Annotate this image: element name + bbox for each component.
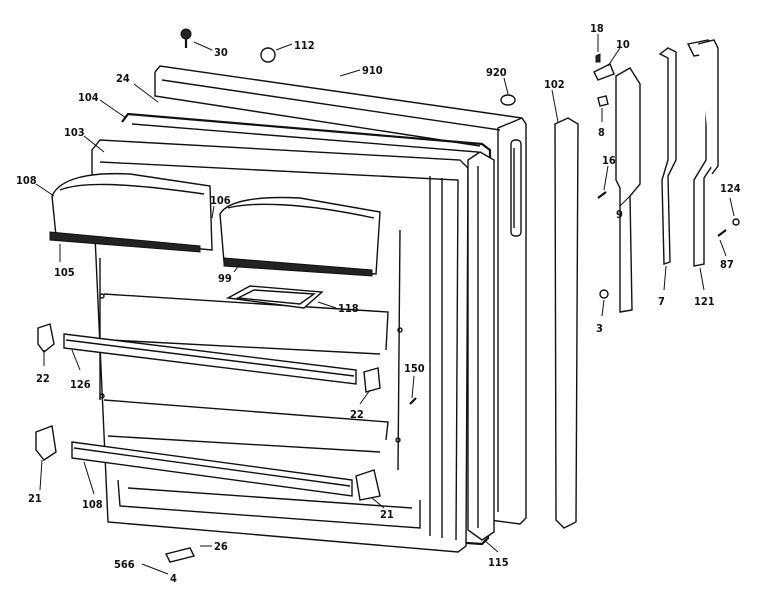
callout-labels: 30 112 910 920 24 104 103 108 106 105 99… (16, 22, 741, 585)
callout-106: 106 (210, 194, 231, 207)
callout-30: 30 (214, 46, 228, 59)
callout-3: 3 (596, 322, 603, 335)
callout-21-right: 21 (380, 508, 394, 521)
callout-104: 104 (78, 91, 99, 104)
hardware-parts (164, 28, 740, 563)
callout-115: 115 (488, 556, 509, 569)
callout-105: 105 (54, 266, 75, 279)
callout-24: 24 (116, 72, 130, 85)
egg-tray (225, 285, 324, 309)
breaker-strip (467, 151, 495, 541)
callout-121: 121 (694, 295, 715, 308)
callout-102: 102 (544, 78, 565, 91)
callout-566: 566 (114, 558, 135, 571)
callout-10: 10 (616, 38, 630, 51)
callout-910: 910 (362, 64, 383, 77)
shelf-bar-lower (71, 441, 353, 497)
dairy-door-left (49, 172, 213, 253)
callout-118: 118 (338, 302, 359, 315)
callout-18: 18 (590, 22, 604, 35)
callout-8: 8 (598, 126, 605, 139)
callout-150: 150 (404, 362, 425, 375)
shelf-end-caps (35, 323, 381, 501)
callout-99: 99 (218, 272, 232, 285)
leader-lines (35, 34, 735, 575)
callout-124: 124 (720, 182, 741, 195)
callout-21-left: 21 (28, 492, 42, 505)
callout-26: 26 (214, 540, 228, 553)
dairy-door-right (219, 196, 381, 277)
callout-108-top: 108 (16, 174, 37, 187)
callout-126: 126 (70, 378, 91, 391)
callout-920: 920 (486, 66, 507, 79)
callout-108-bottom: 108 (82, 498, 103, 511)
callout-22-left: 22 (36, 372, 50, 385)
callout-112: 112 (294, 39, 315, 52)
handle-trim-strip (554, 117, 579, 529)
callout-87: 87 (720, 258, 734, 271)
callout-16: 16 (602, 154, 616, 167)
callout-103: 103 (64, 126, 85, 139)
callout-4: 4 (170, 572, 177, 585)
callout-7: 7 (658, 295, 665, 308)
shelf-bar-upper (63, 333, 357, 385)
callout-22-right: 22 (350, 408, 364, 421)
callout-9: 9 (616, 208, 623, 221)
